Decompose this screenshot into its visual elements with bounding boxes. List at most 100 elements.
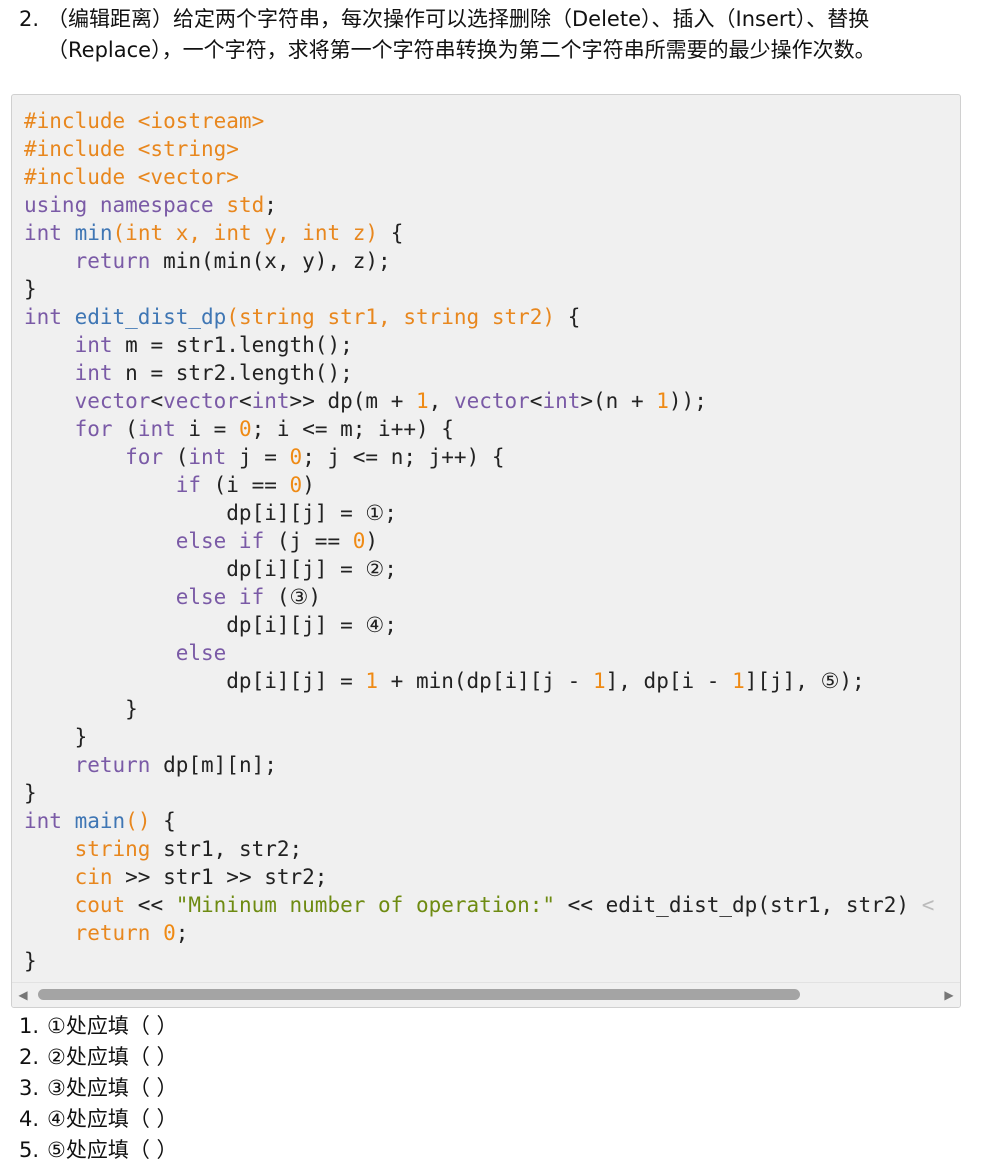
scroll-right-arrow-icon[interactable]: ▶ <box>944 988 954 1002</box>
code-token <box>24 585 176 609</box>
code-token: << edit_dist_dp(str1, str2) <box>555 893 922 917</box>
code-line: return dp[m][n]; <box>24 751 934 779</box>
code-token <box>24 389 75 413</box>
code-token: } <box>24 725 88 749</box>
code-token: (string str1, string str2) <box>226 305 556 329</box>
code-line: for (int i = 0; i <= m; i++) { <box>24 415 934 443</box>
code-token: #include <vector> <box>24 165 239 189</box>
code-token <box>62 221 75 245</box>
scrollbar-thumb[interactable] <box>38 989 800 1000</box>
code-token <box>24 865 75 889</box>
code-token: dp[i][j] = ④; <box>24 613 397 637</box>
code-line: vector<vector<int>> dp(m + 1, vector<int… <box>24 387 934 415</box>
code-token <box>150 921 163 945</box>
code-token <box>214 193 227 217</box>
code-token: 1 <box>415 389 429 413</box>
code-token <box>24 893 75 917</box>
blank-item: 1.①处应填（ ） <box>19 1011 178 1042</box>
code-block[interactable]: #include <iostream>#include <string>#inc… <box>11 94 961 1008</box>
code-token: dp[i][j] = ①; <box>24 501 397 525</box>
code-token <box>62 305 75 329</box>
code-token: vector <box>453 389 530 413</box>
code-token: } <box>24 781 37 805</box>
blank-number: 4. <box>19 1107 40 1131</box>
code-line: dp[i][j] = ②; <box>24 555 934 583</box>
blank-item: 4. ④处应填（ ） <box>19 1104 178 1135</box>
blank-item: 3.③处应填（ ） <box>19 1073 178 1104</box>
code-line: if (i == 0) <box>24 471 934 499</box>
code-token: >(n + <box>580 389 657 413</box>
code-token: #include <string> <box>24 137 239 161</box>
code-token: dp[i][j] = <box>24 669 366 693</box>
question-number: 2. <box>19 7 40 31</box>
code-token: < <box>238 389 252 413</box>
code-token: )); <box>668 389 707 413</box>
code-token: 1 <box>365 669 379 693</box>
code-token: (③) <box>264 585 321 609</box>
code-content: #include <iostream>#include <string>#inc… <box>24 107 934 975</box>
code-token: 1 <box>656 389 669 413</box>
code-token: < <box>529 389 543 413</box>
code-token: else <box>175 641 227 665</box>
code-token: ( <box>163 445 189 469</box>
code-line: int n = str2.length(); <box>24 359 934 387</box>
code-token: str1, str2; <box>150 837 303 861</box>
code-line: } <box>24 275 934 303</box>
code-line: return 0; <box>24 919 934 947</box>
code-token: min <box>74 221 113 245</box>
code-token: < <box>921 893 935 917</box>
code-line: int main() { <box>24 807 934 835</box>
code-token: 0 <box>163 921 176 945</box>
code-token: edit_dist_dp <box>74 305 227 329</box>
blank-number: 5. <box>19 1138 40 1162</box>
code-token <box>24 837 75 861</box>
code-token: m = str1.length(); <box>112 333 353 357</box>
code-token: , <box>428 389 454 413</box>
blank-text: ④处应填（ ） <box>47 1107 178 1131</box>
code-token: std <box>226 193 265 217</box>
code-line: dp[i][j] = ①; <box>24 499 934 527</box>
code-token: int <box>24 221 62 245</box>
code-token <box>24 333 75 357</box>
code-line: cout << "Mininum number of operation:" <… <box>24 891 935 919</box>
code-token: { <box>150 809 176 833</box>
code-token: return <box>74 249 151 273</box>
code-token: if <box>175 473 202 497</box>
code-token: int <box>137 417 176 441</box>
code-token: (j == <box>264 529 353 553</box>
code-token: ; <box>175 921 189 945</box>
code-token <box>24 473 176 497</box>
code-token: ], dp[i - <box>605 669 733 693</box>
code-token: } <box>24 277 37 301</box>
code-token: ; i <= m; i++) { <box>251 417 454 441</box>
code-line: else <box>24 639 934 667</box>
code-token: for <box>74 417 113 441</box>
question-text: （编辑距离）给定两个字符串，每次操作可以选择删除（Delete）、插入（Inse… <box>47 7 876 62</box>
code-token: int <box>74 333 113 357</box>
blank-list: 1.①处应填（ ）2.②处应填（ ）3.③处应填（ ）4.④处应填（ ）5.⑤处… <box>19 1011 178 1166</box>
blank-text: ②处应填（ ） <box>47 1045 178 1069</box>
code-token <box>24 361 75 385</box>
code-token: dp[i][j] = ②; <box>24 557 397 581</box>
code-token: min(min(x, y), z); <box>150 249 391 273</box>
code-token: int <box>188 445 227 469</box>
question-block: 2. （编辑距离）给定两个字符串，每次操作可以选择删除（Delete）、插入（I… <box>19 4 963 66</box>
code-token: (int x, int y, int z) <box>112 221 379 245</box>
code-token: int <box>24 809 62 833</box>
horizontal-scrollbar[interactable]: ◀ ▶ <box>12 982 960 1007</box>
code-token: < <box>150 389 164 413</box>
blank-number: 2. <box>19 1045 40 1069</box>
code-line: } <box>24 723 934 751</box>
code-token: 0 <box>352 529 366 553</box>
code-token: >> dp(m + <box>289 389 416 413</box>
code-line: else if (③) <box>24 583 934 611</box>
code-token: << <box>125 893 176 917</box>
code-token: ) <box>365 529 379 553</box>
code-line: using namespace std; <box>24 191 934 219</box>
scroll-left-arrow-icon[interactable]: ◀ <box>18 988 28 1002</box>
code-token: ][j], ⑤); <box>744 669 865 693</box>
code-line: } <box>24 947 934 975</box>
code-line: return min(min(x, y), z); <box>24 247 934 275</box>
code-token: j = <box>226 445 290 469</box>
code-token <box>24 445 125 469</box>
